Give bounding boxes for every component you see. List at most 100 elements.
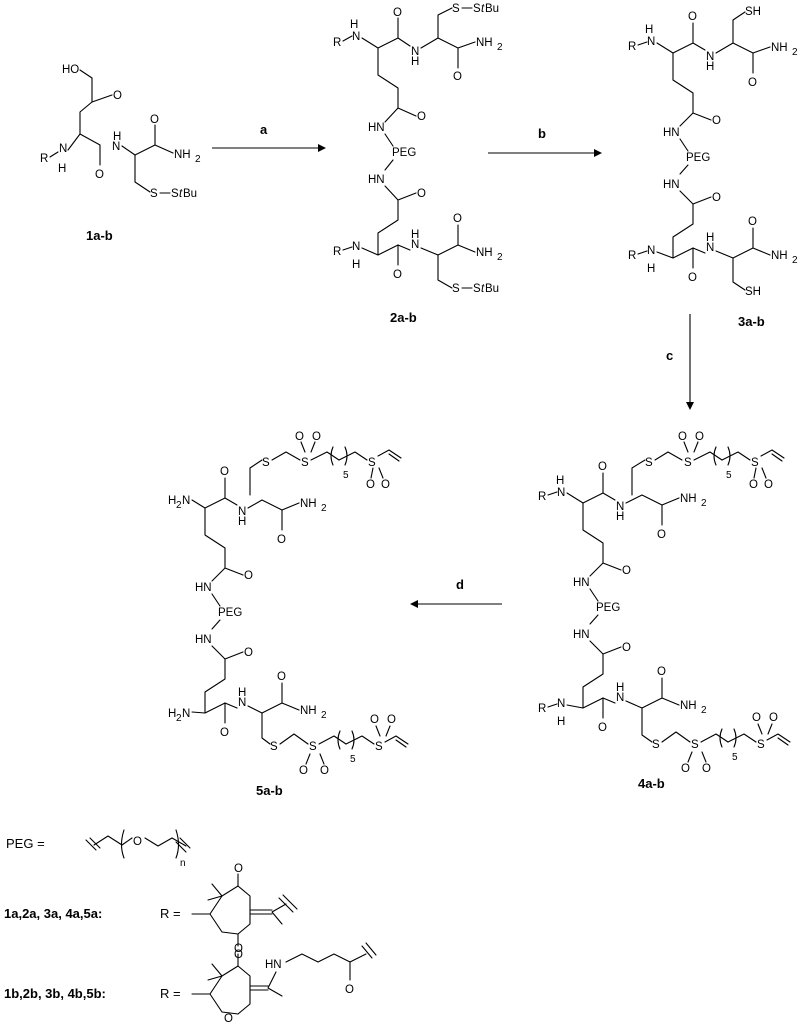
atom-label: R [40,153,48,165]
atom-subscript: 2 [176,500,182,511]
atom-label: H [616,511,624,523]
atom-label: N [647,245,655,257]
atom-subscript: 2 [195,154,201,165]
atom-label: O [657,666,666,678]
step-label-c: c [666,348,673,363]
reaction-arrow-b: b [488,126,602,157]
atom-label: N [112,141,120,153]
atom-label: PEG [392,147,416,159]
compound-label-3: 3a-b [738,314,765,329]
atom-label: O [393,269,402,281]
atom-subscript: 2 [792,255,798,266]
atom-subscript: 2 [701,498,707,509]
atom-label: H [238,516,246,528]
atom-label: S [452,283,460,295]
compound-label-5: 5a-b [256,783,283,798]
dimedone-ring-a: O O [191,863,298,961]
atom-label: O [764,479,773,491]
atom-label: N [238,506,246,518]
atom-label: O [769,712,778,724]
atom-label: O [749,479,758,491]
atom-label: NH [680,493,697,505]
atom-label: S [691,739,699,751]
atom-subscript: 2 [176,713,182,724]
atom-subscript: 5 [732,752,738,763]
atom-subscript: 2 [701,705,707,716]
atom-label: O [381,479,390,491]
atom-label: HN [195,582,212,594]
atom-label: O [113,90,122,102]
peg-structure: O n [85,829,191,869]
atom-subscript: 5 [726,470,732,481]
atom-label: S [171,188,179,200]
r-definition-a-compounds: 1a,2a, 3a, 4a,5a: [4,906,102,921]
atom-label: O [453,213,462,225]
atom-label: O [622,565,631,577]
atom-label: R [538,491,546,503]
atom-label: O [688,11,697,23]
atom-label: HO [62,64,79,76]
compound-label-4: 4a-b [638,776,665,791]
atom-label: HN [663,179,680,191]
compound-label-2: 2a-b [390,310,417,325]
atom-label: O [702,763,711,775]
atom-label: O [234,943,243,955]
peg-definition-label: PEG = [6,836,45,851]
atom-label: H [113,131,121,143]
compound-1: HO O R N H O N H O NH 2 S S t Bu 1a-b [40,64,201,243]
atom-label: N [557,487,565,499]
atom-label: N [647,36,655,48]
atom-label: O [752,712,761,724]
atom-label: O [622,642,631,654]
atom-label: R [628,41,636,53]
atom-label: H [168,495,176,507]
reaction-arrow-a: a [212,122,326,152]
atom-label: PEG [596,602,620,614]
atom-label: H [411,56,419,68]
atom-label: O [417,188,426,200]
atom-label: N [182,495,190,507]
atom-label: O [220,727,229,739]
atom-label: HN [368,122,385,134]
atom-label: O [295,431,304,443]
atom-label: S [262,457,270,469]
atom-subscript: 2 [497,42,503,53]
atom-label: H [645,24,653,36]
atom-label: O [748,77,757,89]
atom-label: S [652,739,660,751]
atom-label: N [706,242,714,254]
atom-label: O [657,529,666,541]
atom-label: N [182,708,190,720]
atom-label: NH [300,705,317,717]
atom-label: S [452,3,460,15]
atom-label: O [393,7,402,19]
atom-label: NH [771,250,788,262]
atom-subscript: 2 [321,710,327,721]
atom-label: H [706,61,714,73]
atom-label: N [238,697,246,709]
atom-label: Bu [485,283,499,295]
atom-label: N [411,239,419,251]
step-label-d: d [456,577,464,592]
dimedone-ring-b: O O HN O [191,942,377,1024]
atom-label: H [58,163,66,175]
atom-label: HN [368,174,385,186]
compound-2: R N H O N H O NH 2 S S t Bu O HN PEG HN … [333,3,503,325]
atom-label: O [150,114,159,126]
atom-label: O [453,71,462,83]
atom-subscript: 2 [497,252,503,263]
atom-label: NH [680,700,697,712]
atom-subscript: n [180,858,186,869]
atom-label: O [224,1013,233,1024]
atom-label: HN [573,629,590,641]
atom-label: R [628,250,636,262]
atom-label: O [678,431,687,443]
atom-label: S [301,457,309,469]
atom-label: HN [195,634,212,646]
atom-label: S [757,739,765,751]
compound-5: S S O O 5 S O O H 2 N O N H O NH 2 O [168,431,409,798]
atom-label: SH [745,6,761,18]
atom-label: O [417,111,426,123]
atom-label: t [481,3,485,15]
